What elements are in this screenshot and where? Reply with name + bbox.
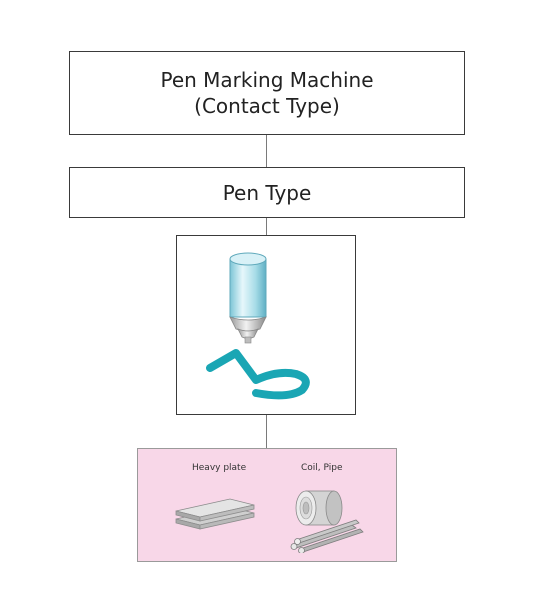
machine-subtitle: (Contact Type) — [194, 94, 340, 118]
pen-type-label: Pen Type — [222, 180, 312, 205]
coil-pipe-icon — [290, 490, 364, 553]
machine-title: Pen Marking Machine — [160, 68, 374, 92]
marking-pen-icon — [228, 252, 267, 343]
heavy-plate-label: Heavy plate — [192, 463, 247, 473]
connector-line — [266, 135, 267, 167]
connector-line — [266, 218, 267, 235]
connector-line — [266, 415, 267, 448]
pen-marking-illustration — [205, 252, 310, 399]
steel-plate-icon — [175, 498, 255, 530]
applications-box — [137, 448, 397, 562]
machine-title-box: Pen Marking Machine (Contact Type) — [69, 51, 465, 135]
coil-pipe-label: Coil, Pipe — [301, 463, 343, 473]
pen-illustration-box — [176, 235, 356, 415]
marked-numeral-5 — [205, 348, 310, 399]
pen-type-box: Pen Type — [69, 167, 465, 218]
